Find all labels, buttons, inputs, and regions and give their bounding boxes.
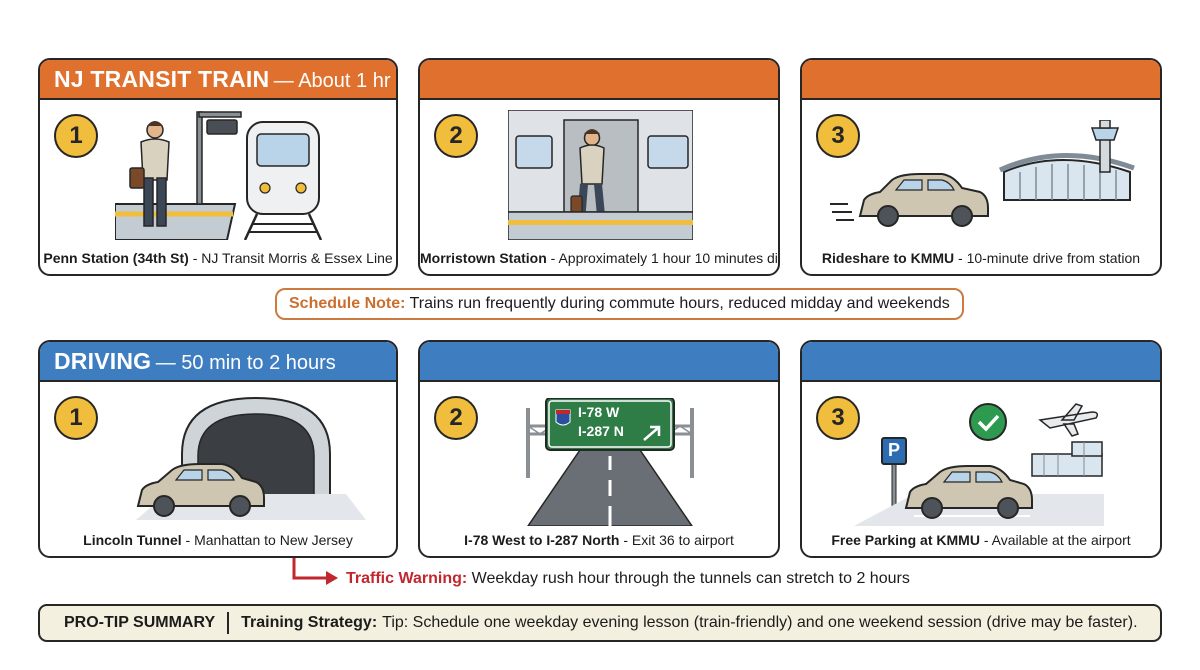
train-arrival-illustration <box>508 110 693 240</box>
step-number-badge: 3 <box>816 114 860 158</box>
train-step-1-caption: Penn Station (34th St) - NJ Transit Morr… <box>43 250 393 266</box>
parking-sign-letter: P <box>887 440 900 460</box>
driving-section-title: DRIVING <box>54 348 152 374</box>
summary-divider <box>227 612 230 634</box>
driving-step-3-panel: 3 P Free Parking at KMMU - Availa <box>800 340 1162 558</box>
step-number-badge: 2 <box>434 114 478 158</box>
parking-illustration: P <box>854 398 1104 526</box>
summary-text: Tip: Schedule one weekday evening lesson… <box>382 614 1138 631</box>
train-step-2-panel: 2 Morristown Station - Approximately 1 h… <box>418 58 780 276</box>
step-number-badge: 2 <box>434 396 478 440</box>
rideshare-airport-illustration <box>830 120 1135 227</box>
train-step-2-caption: Morristown Station - Approximately 1 hou… <box>420 250 780 266</box>
train-header-bar <box>420 60 778 100</box>
schedule-note: Schedule Note: Trains run frequently dur… <box>275 288 964 320</box>
train-step-3-caption: Rideshare to KMMU - 10-minute drive from… <box>821 250 1141 266</box>
traffic-warning-text: Weekday rush hour through the tunnels ca… <box>467 570 910 587</box>
summary-title: PRO-TIP SUMMARY <box>64 614 216 631</box>
driving-section-subtitle: — 50 min to 2 hours <box>155 352 336 374</box>
warning-arrow-icon <box>292 558 338 585</box>
summary-strategy-label: Training Strategy: <box>241 614 378 631</box>
highway-sign-line-2: I-287 N <box>578 423 624 439</box>
train-header-bar: NJ TRANSIT TRAIN — About 1 hr 10 min + r… <box>40 60 396 100</box>
driving-step-3-caption: Free Parking at KMMU - Available at the … <box>831 532 1131 548</box>
train-section-title: NJ TRANSIT TRAIN <box>54 66 270 92</box>
train-step-3-panel: 3 Rideshare to KMMU - 10-minute drive fr… <box>800 58 1162 276</box>
step-number-badge: 3 <box>816 396 860 440</box>
driving-header-bar <box>802 342 1160 382</box>
train-header-bar <box>802 60 1160 100</box>
step-number-badge: 1 <box>54 114 98 158</box>
driving-header-bar: DRIVING — 50 min to 2 hours <box>40 342 396 382</box>
schedule-note-label: Schedule Note: <box>289 295 406 312</box>
traffic-warning-label: Traffic Warning: <box>346 570 468 587</box>
highway-sign-line-1: I-78 W <box>578 404 620 420</box>
step-number-badge: 1 <box>54 396 98 440</box>
tunnel-illustration <box>136 396 366 520</box>
pro-tip-summary-bar: PRO-TIP SUMMARY Training Strategy: Tip: … <box>38 604 1162 642</box>
train-section-subtitle: — About 1 hr 10 min + rideshare <box>273 70 396 92</box>
driving-header-bar <box>420 342 778 382</box>
driving-step-1-panel: DRIVING — 50 min to 2 hours 1 Lincoln Tu… <box>38 340 398 558</box>
highway-illustration: I-78 W I-287 N <box>520 398 700 526</box>
train-step-1-panel: NJ TRANSIT TRAIN — About 1 hr 10 min + r… <box>38 58 398 276</box>
traffic-warning: Traffic Warning: Weekday rush hour throu… <box>346 570 910 588</box>
train-platform-illustration <box>115 111 323 240</box>
schedule-note-text: Trains run frequently during commute hou… <box>405 295 950 312</box>
driving-step-1-caption: Lincoln Tunnel - Manhattan to New Jersey <box>83 532 353 548</box>
driving-step-2-caption: I-78 West to I-287 North - Exit 36 to ai… <box>464 532 734 548</box>
driving-step-2-panel: 2 I-78 W I-287 N I-78 West to I-287 Nort… <box>418 340 780 558</box>
